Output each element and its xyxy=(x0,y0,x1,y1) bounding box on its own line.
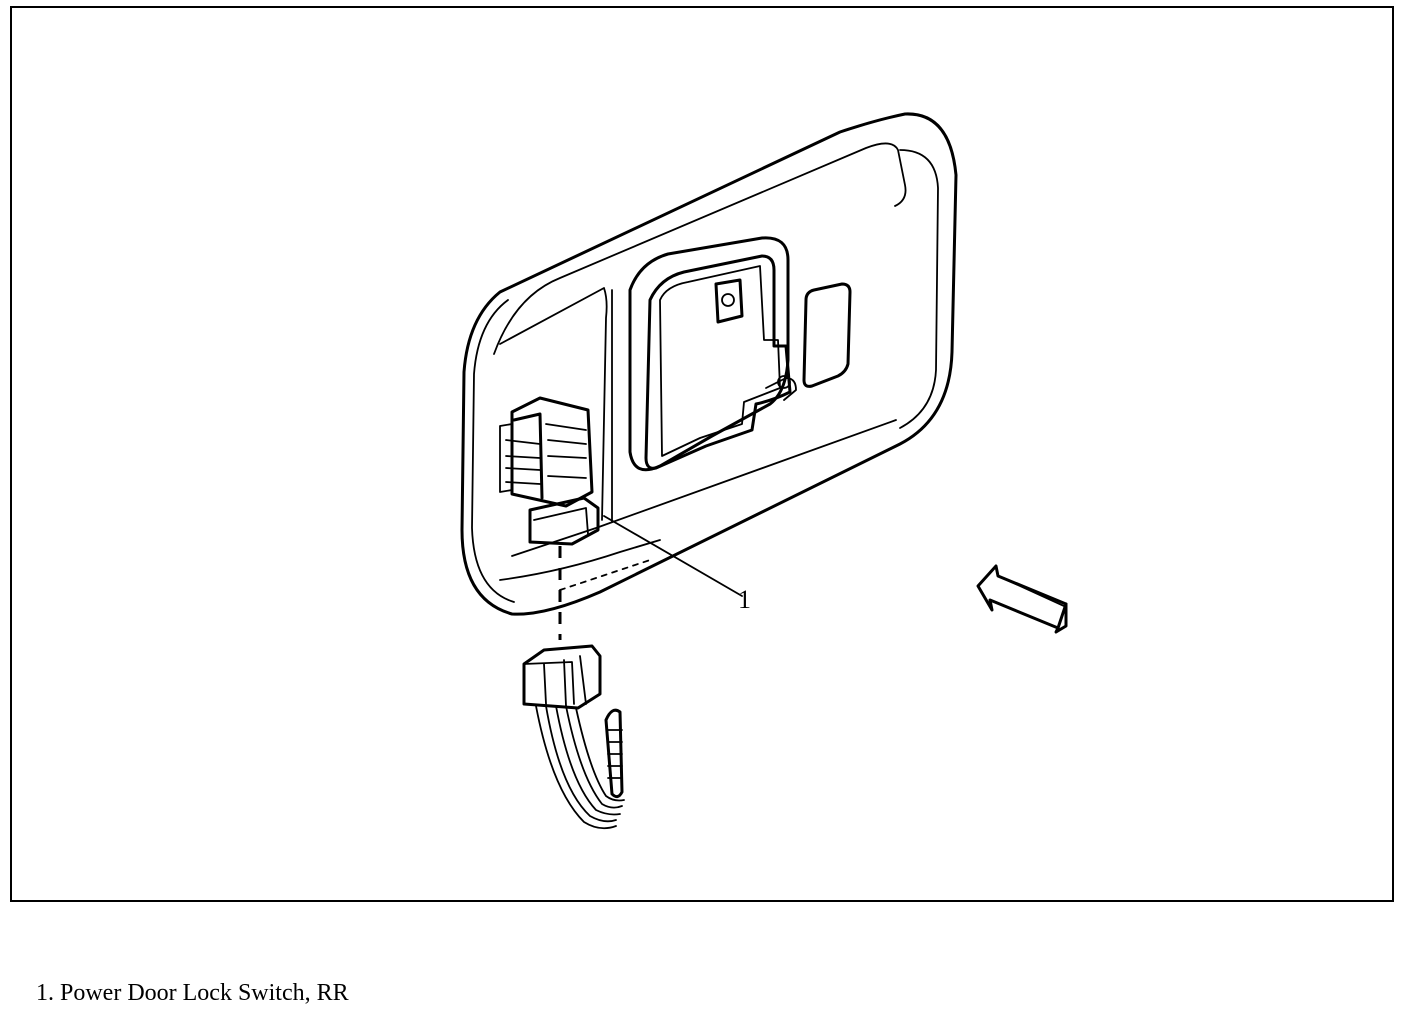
wiring-harness-connector xyxy=(522,644,625,830)
door-pull-cup xyxy=(628,236,852,472)
door-trim-bezel xyxy=(460,112,958,616)
power-door-lock-switch xyxy=(499,396,600,640)
legend-item-text: Power Door Lock Switch, RR xyxy=(60,980,349,1006)
figure-frame xyxy=(10,6,1394,902)
figure-legend: 1. Power Door Lock Switch, RR xyxy=(36,980,349,1007)
view-direction-arrow xyxy=(976,564,1068,634)
callout-leader-line xyxy=(603,515,743,597)
callout-number: 1 xyxy=(738,585,751,614)
legend-item-number: 1. xyxy=(36,980,54,1006)
